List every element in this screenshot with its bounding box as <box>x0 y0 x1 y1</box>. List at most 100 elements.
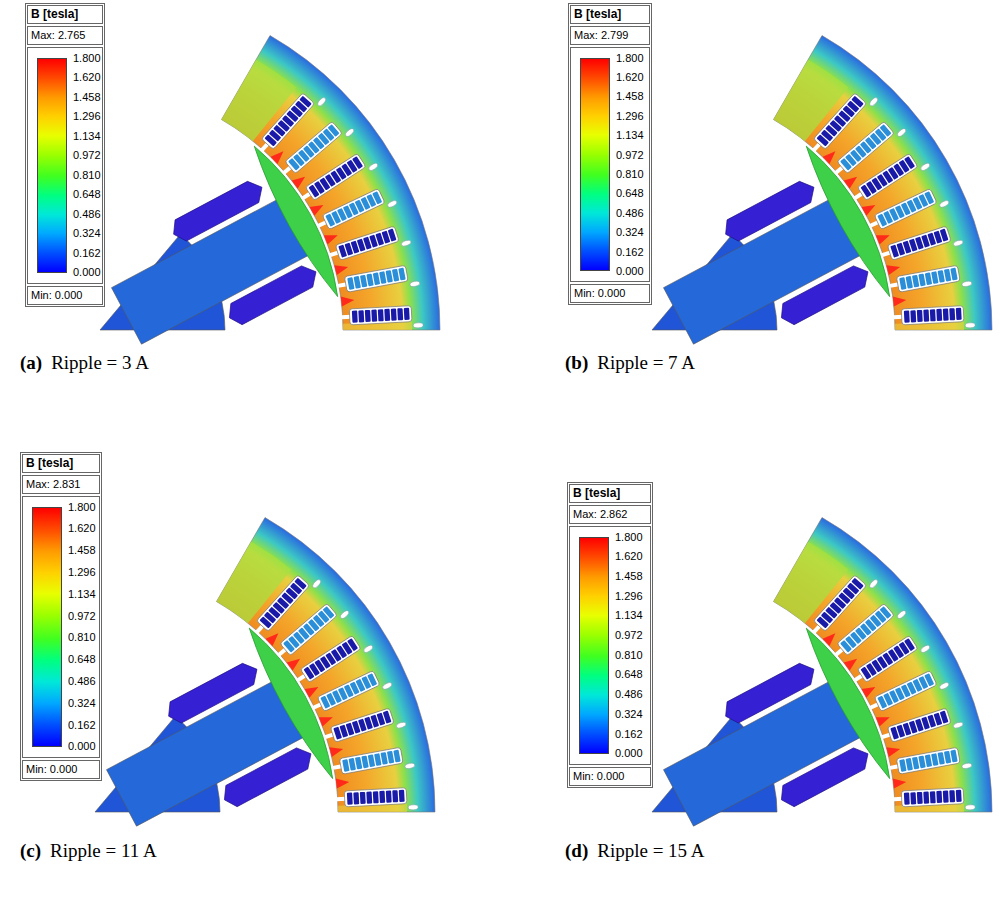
scale-value: 1.458 <box>68 544 96 557</box>
colour-bar <box>37 58 67 273</box>
coil-conductor <box>923 791 929 803</box>
stator-slot <box>808 567 879 642</box>
scale-value: 1.296 <box>615 590 643 603</box>
coil-conductor <box>388 229 397 242</box>
scale-value: 1.296 <box>616 110 644 123</box>
coil-conductor <box>352 156 363 169</box>
slot-outline <box>349 306 412 325</box>
scale-value: 0.162 <box>615 728 643 741</box>
cooling-duct <box>339 609 350 619</box>
scale-value: 1.620 <box>616 71 644 84</box>
stator-slot <box>279 114 355 184</box>
slot-outline <box>335 226 399 260</box>
coil-conductor <box>904 638 915 651</box>
cooling-duct <box>953 239 964 247</box>
field-winding <box>726 181 814 241</box>
slot-outline <box>317 670 380 711</box>
cooling-duct <box>401 239 412 247</box>
stator-slot <box>323 705 407 751</box>
slot-outline <box>837 603 895 655</box>
coil-conductor <box>851 578 863 590</box>
coil-conductor <box>404 308 410 320</box>
saturated-tooth-tip <box>823 148 839 164</box>
cooling-duct <box>413 323 423 329</box>
coil-conductor <box>943 308 949 320</box>
subfigure-letter: (a) <box>20 352 42 374</box>
coil-conductor <box>918 274 925 287</box>
cooling-duct <box>953 721 964 729</box>
coil-conductor <box>956 308 962 320</box>
saturated-tooth-tip <box>876 712 892 726</box>
coil-conductor <box>328 124 340 137</box>
slot-outline <box>261 93 314 150</box>
saturated-tooth-tip <box>886 744 901 757</box>
field-winding <box>174 181 262 241</box>
slot-outline <box>813 93 866 150</box>
scale-value: 0.324 <box>615 708 643 721</box>
cooling-duct <box>382 682 393 691</box>
coil-conductor <box>347 638 358 651</box>
subfigure-caption: Ripple = 11 A <box>50 840 157 862</box>
legend-title: B [tesla] <box>22 454 100 473</box>
coil-conductor <box>349 758 356 771</box>
legend-title: B [tesla] <box>569 484 651 503</box>
scale-value: 1.134 <box>615 609 643 622</box>
max-value: Max: 2.831 <box>22 475 100 494</box>
machine-section <box>652 518 992 827</box>
stator-slot <box>893 787 975 814</box>
coil-conductor <box>910 792 916 804</box>
coil-conductor <box>899 277 906 290</box>
min-value: Min: 0.000 <box>27 286 103 305</box>
coil-conductor <box>378 309 384 321</box>
stator-slot <box>336 263 420 300</box>
coil-conductor <box>393 750 400 763</box>
slot-outline <box>874 670 937 711</box>
coil-conductor <box>918 756 925 769</box>
slot-outline <box>896 747 960 774</box>
saturated-tooth-tip <box>893 295 907 306</box>
slot-outline <box>813 575 866 632</box>
stator-slot <box>328 223 412 269</box>
coil-conductor <box>383 711 392 724</box>
scale-value: 1.296 <box>68 566 96 579</box>
machine-section <box>100 36 440 345</box>
slot-outline <box>344 788 407 807</box>
cooling-duct <box>965 323 975 329</box>
slot-outline <box>322 188 385 229</box>
scale-value: 1.800 <box>615 531 643 544</box>
saturated-tooth-tip <box>823 630 839 646</box>
saturated-tooth-tip <box>893 777 907 788</box>
cooling-duct <box>409 280 420 287</box>
saturated-tooth-tip <box>271 148 287 164</box>
cooling-duct <box>896 127 907 137</box>
saturated-tooth-tip <box>292 173 308 189</box>
slot-outline <box>305 153 366 200</box>
scale-value: 0.810 <box>616 168 644 181</box>
slot-outline <box>901 306 964 325</box>
subfigure-caption: Ripple = 3 A <box>51 352 149 374</box>
coil-conductor <box>299 96 311 108</box>
scale-value: 1.800 <box>616 52 644 65</box>
coil-conductor <box>397 308 403 320</box>
scale-value: 1.134 <box>68 588 96 601</box>
scale-value: 1.620 <box>68 522 96 535</box>
stator-slot <box>880 705 964 751</box>
coil-conductor <box>360 792 366 804</box>
coil-conductor <box>880 124 892 137</box>
coil-conductor <box>940 229 949 242</box>
coil-conductor <box>354 276 361 289</box>
field-winding <box>224 748 311 807</box>
stator-slot <box>251 567 322 642</box>
field-winding <box>229 266 316 325</box>
coil-conductor <box>925 754 932 767</box>
saturated-tooth-tip <box>324 230 340 244</box>
coil-conductor <box>347 793 353 805</box>
scale-value: 1.620 <box>73 71 101 84</box>
scale-value: 0.000 <box>73 266 101 279</box>
coil-conductor <box>387 751 394 764</box>
min-value: Min: 0.000 <box>570 284 650 303</box>
slot-outline <box>857 153 918 200</box>
coil-conductor <box>366 791 372 803</box>
slot-outline <box>280 603 338 655</box>
